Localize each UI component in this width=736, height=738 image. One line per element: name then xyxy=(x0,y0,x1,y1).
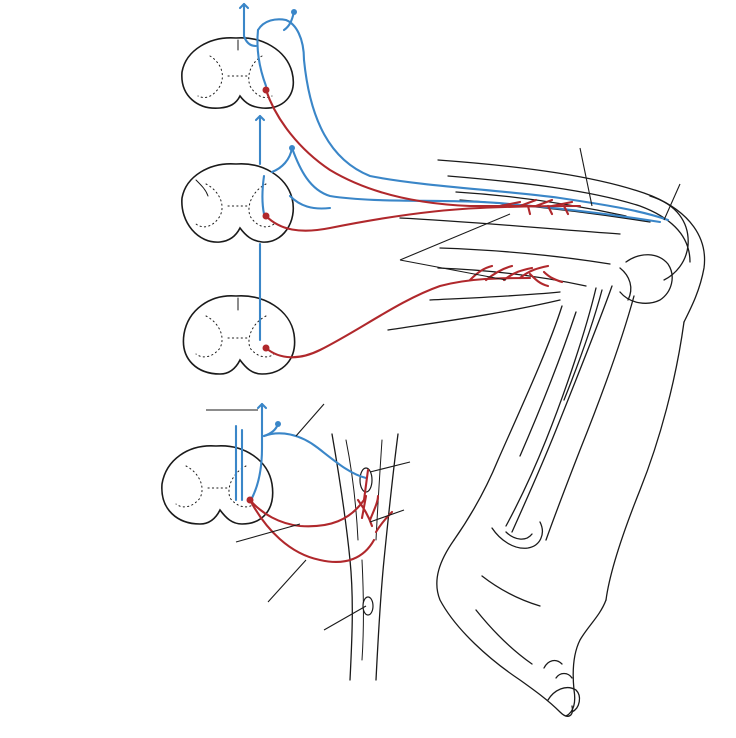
spinal-cord-section-1 xyxy=(181,37,295,109)
muscle-spindle-inset xyxy=(331,433,399,681)
motor-endplate-quadriceps xyxy=(498,198,574,216)
leader-line xyxy=(399,213,511,261)
sensory-fibres xyxy=(234,2,670,502)
spindle-capsule-lower xyxy=(362,596,374,616)
leader-line xyxy=(323,605,367,631)
sensory-trunk-2 xyxy=(290,146,662,224)
muscle-fiber-right xyxy=(375,433,399,681)
motor-endplate-spindle xyxy=(356,468,394,534)
motor-axon-1 xyxy=(264,88,542,208)
leader-line xyxy=(579,147,593,207)
cord-outline xyxy=(182,295,296,375)
sensory-spindle-afferent xyxy=(262,432,368,480)
leader-line xyxy=(369,461,411,473)
cord-outline xyxy=(181,163,295,243)
motor-axon-4a xyxy=(248,498,366,528)
motor-axon-4b xyxy=(248,498,376,564)
motor-axon-3 xyxy=(264,276,532,359)
leader-line xyxy=(399,259,507,281)
leader-line xyxy=(235,523,301,543)
leader-line xyxy=(369,509,405,523)
cord-outline xyxy=(161,445,274,525)
tibia-outline xyxy=(511,285,613,533)
patella xyxy=(649,195,689,281)
leader-line xyxy=(663,183,681,221)
sensory-trunk-knee xyxy=(302,58,670,222)
spinal-cord-section-3 xyxy=(182,295,296,375)
leader-line xyxy=(267,559,307,603)
motor-fibres xyxy=(246,86,582,564)
sensory-ascending-4 xyxy=(250,402,264,500)
spinal-cord-section-4 xyxy=(161,445,274,525)
leader-lines xyxy=(206,147,681,631)
fibula-outline xyxy=(505,287,597,527)
leader-line xyxy=(295,403,325,437)
motor-endplate-hamstring xyxy=(468,264,564,288)
foot-outline xyxy=(436,539,574,717)
spinal-cord-section-2 xyxy=(181,163,295,243)
sensory-ascending-1 xyxy=(242,2,258,48)
leg-illustration xyxy=(387,159,706,717)
